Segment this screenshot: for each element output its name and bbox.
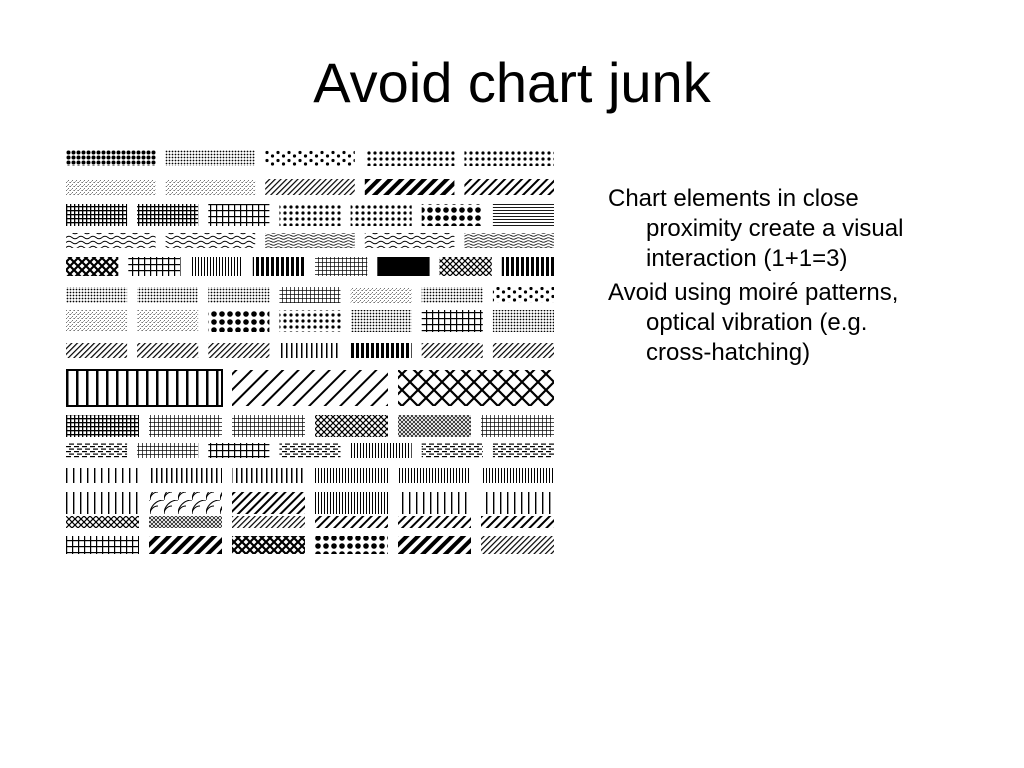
pattern-swatch — [364, 233, 455, 248]
pattern-swatch — [137, 204, 199, 226]
pattern-swatch — [398, 468, 471, 483]
pattern-swatch — [279, 443, 341, 458]
pattern-swatch — [279, 287, 341, 303]
pattern-swatch — [315, 516, 388, 528]
bullet-item-moire: Avoid using moiré patterns, optical vibr… — [608, 279, 899, 366]
pattern-swatch — [128, 257, 181, 276]
pattern-swatch — [137, 287, 199, 303]
pattern-swatch — [279, 343, 341, 358]
pattern-swatch — [315, 257, 368, 276]
pattern-swatch — [66, 468, 139, 483]
pattern-swatch — [492, 204, 554, 226]
pattern-swatch — [66, 443, 128, 458]
pattern-swatch — [350, 443, 412, 458]
pattern-swatch — [208, 204, 270, 226]
pattern-swatch — [66, 257, 119, 276]
pattern-swatch — [165, 233, 256, 248]
pattern-swatch — [265, 150, 355, 166]
pattern-swatch — [398, 370, 554, 406]
pattern-swatch — [149, 492, 222, 514]
pattern-swatch — [66, 415, 139, 437]
pattern-swatch — [377, 257, 430, 276]
pattern-swatch — [190, 257, 243, 276]
pattern-swatch — [66, 233, 156, 248]
pattern-swatch — [265, 233, 355, 248]
pattern-swatch — [232, 415, 305, 437]
pattern-swatch — [421, 204, 483, 226]
pattern-swatch — [481, 468, 554, 483]
pattern-swatch — [66, 492, 139, 514]
pattern-swatch — [66, 536, 139, 554]
pattern-swatch — [481, 536, 554, 554]
pattern-swatch — [464, 179, 554, 195]
pattern-swatch — [350, 287, 412, 303]
pattern-swatch — [350, 204, 412, 226]
pattern-swatch — [421, 287, 483, 303]
pattern-swatch — [232, 516, 305, 528]
pattern-swatch — [364, 150, 455, 166]
pattern-swatch-canvas — [66, 150, 554, 554]
bullet-item-proximity: Chart elements in close proximity create… — [608, 185, 904, 272]
pattern-swatch — [149, 516, 222, 528]
pattern-swatch — [208, 343, 270, 358]
pattern-swatch — [464, 233, 554, 248]
pattern-swatch — [149, 536, 222, 554]
pattern-swatch — [232, 492, 305, 514]
pattern-swatch — [421, 343, 483, 358]
pattern-swatch — [208, 443, 270, 458]
moire-pattern-figure — [66, 150, 554, 555]
pattern-swatch — [492, 343, 554, 358]
pattern-swatch — [232, 468, 305, 483]
pattern-swatch — [315, 468, 388, 483]
pattern-swatch — [421, 443, 483, 458]
pattern-swatch — [481, 415, 554, 437]
pattern-swatch — [279, 204, 341, 226]
pattern-swatch — [421, 310, 483, 332]
pattern-swatch — [232, 536, 305, 554]
pattern-swatch — [265, 179, 355, 195]
pattern-swatch — [492, 443, 554, 458]
pattern-swatch — [137, 343, 199, 358]
pattern-swatch — [398, 415, 471, 437]
pattern-swatch — [398, 536, 471, 554]
pattern-swatch — [439, 257, 492, 276]
pattern-swatch — [279, 310, 341, 332]
pattern-swatch — [208, 287, 270, 303]
pattern-swatch — [66, 150, 156, 166]
slide-title: Avoid chart junk — [313, 51, 711, 114]
pattern-swatch — [66, 343, 128, 358]
pattern-swatch — [208, 310, 270, 332]
pattern-swatch — [66, 179, 156, 195]
pattern-swatch — [66, 369, 223, 407]
pattern-swatch — [315, 415, 388, 437]
pattern-swatch — [364, 179, 455, 195]
pattern-swatch — [66, 204, 128, 226]
pattern-swatch — [481, 516, 554, 528]
pattern-swatch — [165, 150, 256, 166]
pattern-swatch — [315, 536, 388, 554]
pattern-swatch — [66, 310, 128, 332]
pattern-swatch — [350, 310, 412, 332]
pattern-swatch — [464, 150, 554, 166]
pattern-swatch — [66, 287, 128, 303]
pattern-swatch — [398, 516, 471, 528]
bullet-list: Chart elements in close proximity create… — [608, 184, 908, 372]
pattern-swatch — [137, 443, 199, 458]
pattern-swatch — [66, 516, 139, 528]
pattern-swatch — [137, 310, 199, 332]
pattern-swatch — [232, 370, 388, 406]
pattern-swatch — [492, 310, 554, 332]
pattern-swatch — [149, 415, 222, 437]
pattern-swatch — [398, 492, 471, 514]
pattern-swatch — [501, 257, 554, 276]
pattern-swatch — [252, 257, 306, 276]
pattern-swatch — [165, 179, 256, 195]
pattern-swatch — [492, 287, 554, 303]
pattern-swatch — [315, 492, 388, 514]
pattern-swatch — [350, 343, 412, 358]
pattern-swatch — [481, 492, 554, 514]
pattern-swatch — [149, 468, 222, 483]
